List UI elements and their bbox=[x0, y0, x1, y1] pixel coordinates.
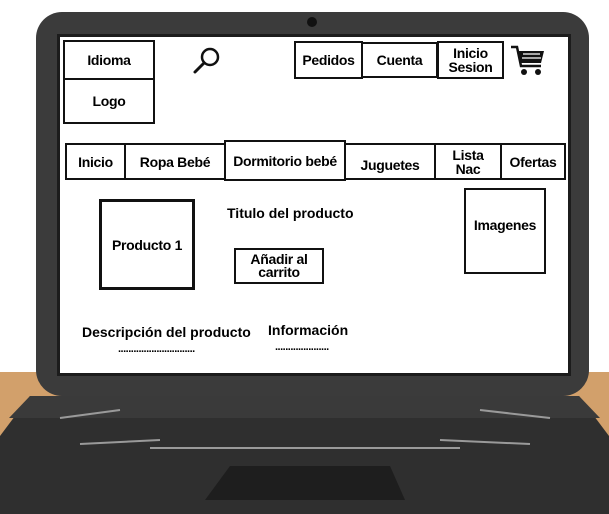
nav-item-label: Inicio bbox=[78, 153, 113, 170]
product-image-label: Producto 1 bbox=[111, 236, 183, 253]
orders-button[interactable]: Pedidos bbox=[294, 41, 363, 79]
product-info-placeholder: ..................... bbox=[275, 341, 329, 353]
nav-item-ofertas[interactable]: Ofertas bbox=[500, 143, 566, 180]
product-description-heading: Descripción del producto bbox=[82, 324, 251, 340]
product-image[interactable]: Producto 1 bbox=[99, 199, 195, 290]
login-label-line2: Sesion bbox=[448, 59, 493, 75]
language-label: Idioma bbox=[87, 52, 131, 68]
nav-item-label: Dormitorio bebé bbox=[233, 152, 337, 169]
login-label-line1: Inicio bbox=[453, 45, 488, 61]
add-to-cart-label-line1: Añadir al bbox=[250, 251, 308, 267]
laptop-keyboard-base bbox=[0, 396, 609, 514]
nav-item-lista-nac[interactable]: Lista Nac bbox=[434, 143, 502, 180]
nav-item-ropa-bebe[interactable]: Ropa Bebé bbox=[124, 143, 226, 180]
nav-item-label: Ropa Bebé bbox=[139, 153, 211, 170]
account-button[interactable]: Cuenta bbox=[361, 42, 438, 78]
webcam bbox=[307, 17, 317, 27]
add-to-cart-label-line2: carrito bbox=[258, 264, 300, 280]
product-description-placeholder: .............................. bbox=[118, 343, 195, 355]
add-to-cart-button[interactable]: Añadir al carrito bbox=[234, 248, 324, 284]
nav-item-inicio[interactable]: Inicio bbox=[65, 143, 126, 180]
cart-icon[interactable] bbox=[509, 44, 547, 78]
login-button[interactable]: Inicio Sesion bbox=[437, 41, 504, 79]
search-icon[interactable] bbox=[192, 45, 222, 75]
nav-item-label-line1: Lista bbox=[452, 146, 484, 163]
nav-item-label: Ofertas bbox=[509, 153, 557, 170]
product-gallery[interactable]: Imagenes bbox=[464, 188, 546, 274]
logo: Logo bbox=[63, 78, 155, 124]
language-selector[interactable]: Idioma bbox=[63, 40, 155, 80]
orders-label: Pedidos bbox=[302, 52, 355, 68]
nav-item-juguetes[interactable]: Juguetes bbox=[344, 143, 436, 180]
product-gallery-label: Imagenes bbox=[473, 217, 537, 233]
account-label: Cuenta bbox=[376, 52, 423, 68]
logo-label: Logo bbox=[92, 93, 126, 109]
nav-item-dormitorio-bebe[interactable]: Dormitorio bebé bbox=[224, 140, 346, 181]
nav-item-label: Juguetes bbox=[360, 156, 420, 173]
nav-item-label-line2: Nac bbox=[455, 160, 481, 177]
product-info-heading: Información bbox=[268, 322, 349, 338]
product-title: Titulo del producto bbox=[227, 205, 354, 221]
